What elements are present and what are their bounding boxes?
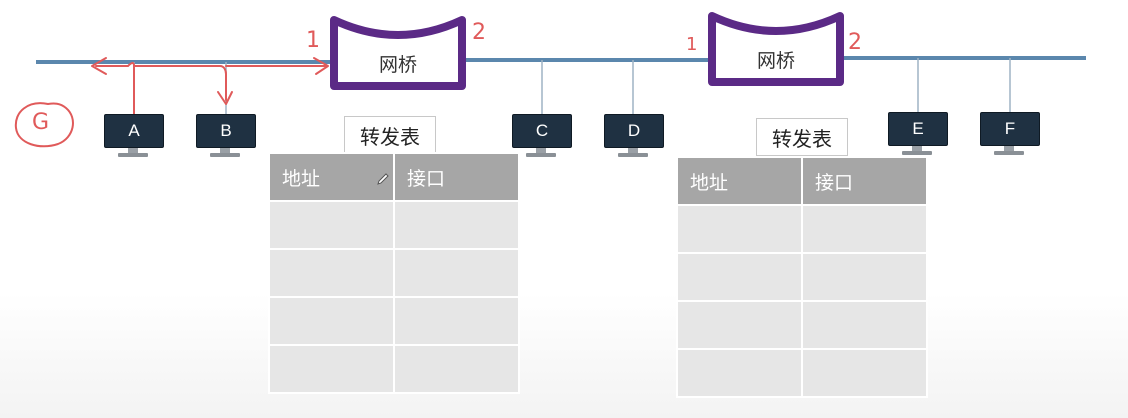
host-f-label: F (980, 112, 1040, 146)
host-e-label: E (888, 112, 948, 146)
host-c[interactable]: C (512, 114, 572, 158)
host-b-label: B (196, 114, 256, 148)
arrow-left-head (91, 57, 107, 75)
host-d[interactable]: D (604, 114, 664, 158)
table-cell (268, 248, 395, 298)
circle-g (14, 102, 74, 148)
host-b[interactable]: B (196, 114, 256, 158)
bridge-2-port-left: 1 (686, 34, 698, 55)
table-cell (393, 296, 520, 346)
bridge-1-shape (330, 16, 466, 90)
bridge-1-port-left: 1 (306, 28, 320, 53)
table-2-title: 转发表 (756, 118, 848, 156)
host-a[interactable]: A (104, 114, 164, 158)
table-cell (801, 348, 928, 398)
table-cell (676, 348, 803, 398)
table-row (676, 300, 928, 350)
table-2-col-interface: 接口 (801, 156, 928, 206)
bridge-1-label: 网桥 (378, 54, 417, 76)
bridge-2-port-right: 2 (848, 30, 862, 55)
table-cell (676, 300, 803, 350)
table-cell (393, 200, 520, 250)
host-f[interactable]: F (980, 112, 1040, 156)
arrow-b-head (217, 91, 233, 105)
table-2-col-address: 地址 (676, 156, 803, 206)
host-d-label: D (604, 114, 664, 148)
table-1-col-interface: 接口 (393, 152, 520, 202)
table-cell (801, 252, 928, 302)
bridge-2-shape (708, 12, 844, 86)
table-cell (801, 300, 928, 350)
forwarding-table-1: 地址 接口 (268, 152, 520, 394)
host-a-label: A (104, 114, 164, 148)
table-row (676, 204, 928, 254)
forwarding-table-2: 地址 接口 (676, 156, 928, 398)
table-cell (676, 252, 803, 302)
table-row (676, 348, 928, 398)
table-cell (801, 204, 928, 254)
bridge-1-port-right: 2 (472, 20, 486, 45)
host-c-label: C (512, 114, 572, 148)
table-row (268, 296, 520, 346)
host-e[interactable]: E (888, 112, 948, 156)
arrow-to-b (133, 65, 227, 101)
table-row (268, 200, 520, 250)
table-1-title: 转发表 (344, 116, 436, 154)
table-cell (393, 248, 520, 298)
pencil-icon (377, 173, 389, 185)
table-1-col-address: 地址 (268, 152, 395, 202)
handwritten-host-g: G (32, 110, 50, 135)
table-cell (393, 344, 520, 394)
table-row (268, 344, 520, 394)
pen-annotation (14, 57, 329, 148)
table-cell (268, 296, 395, 346)
bridge-2-label: 网桥 (756, 50, 795, 72)
table-cell (268, 344, 395, 394)
arrow-bridge-head (313, 57, 329, 75)
table-cell (268, 200, 395, 250)
table-row (676, 252, 928, 302)
table-row (268, 248, 520, 298)
table-cell (676, 204, 803, 254)
